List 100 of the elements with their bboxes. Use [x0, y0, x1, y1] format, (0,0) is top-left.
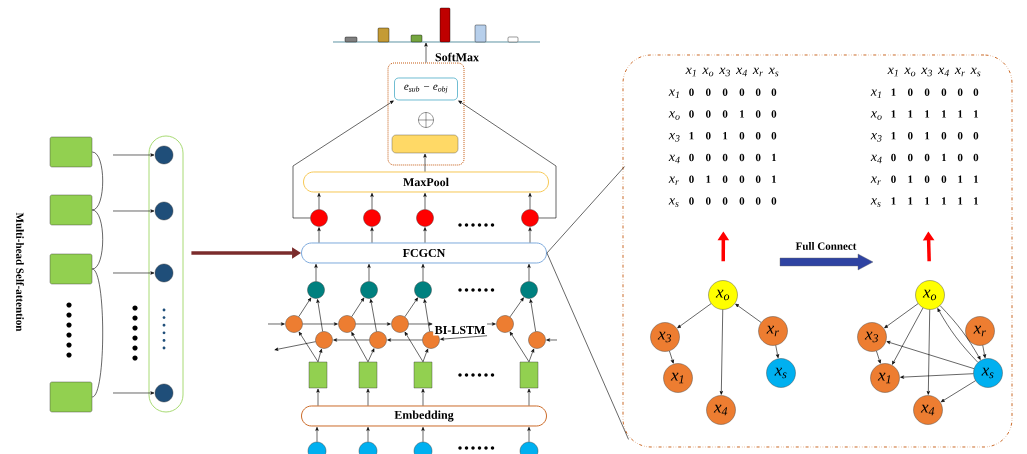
node-circle: [363, 209, 381, 227]
arrow: [366, 388, 370, 406]
arrow: [317, 348, 323, 363]
vector-block: [49, 136, 93, 168]
bar-chart-drawing: [332, 7, 541, 43]
arrow: [422, 348, 429, 363]
adjacency-matrix: x$_{1}$ x$_{o}$ x$_{3}$ x$_{4}$ x$_{r}$ x$_{s}$ x$_{1}$ 1 0 0 0 0 0 x$_{o}$ 1 1 1 1 1 1 x$_{3}$ 1 0 1 0 0 0 x$_{4}$ 0 0 0 1 0 0 x$_{r}$ 0 1 0 0 1 1 x$_{s}$ 1 1 1 1 1 1: [870, 67, 981, 207]
node-circle: [414, 281, 432, 299]
arrow: [370, 227, 374, 243]
arrow: [112, 153, 155, 157]
lstm-cell-circle: [496, 315, 514, 333]
arrow: [423, 227, 427, 243]
input-circle: [413, 441, 433, 454]
layer-box: FCGCN: [301, 242, 547, 264]
input-circle: [307, 441, 327, 454]
token-block: [358, 361, 378, 389]
arrow: [886, 341, 975, 369]
adjacency-matrix: x$_{1}$ x$_{o}$ x$_{3}$ x$_{4}$ x$_{r}$ x$_{s}$ x$_{1}$ 0 0 0 0 0 0 x$_{o}$ 0 0 0 1 0 0 x$_{3}$ 1 0 1 0 0 0 x$_{4}$ 0 0 0 0 0 1 x$_{r}$ 0 1 0 0 0 1 x$_{s}$ 0 0 0 0 0 0: [668, 67, 779, 207]
dashed-group-box: [387, 62, 465, 166]
arrow: [424, 42, 428, 63]
lstm-cell-circle: [285, 315, 303, 333]
arrow: [876, 350, 881, 364]
connector-line: [91, 268, 103, 398]
arrow: [421, 263, 425, 282]
input-circle: [358, 441, 378, 454]
arrow: [423, 153, 427, 172]
arrow: [982, 345, 987, 359]
arrow: [527, 426, 531, 443]
arrow: [509, 297, 524, 318]
plus-circle-symbol: [418, 112, 434, 128]
token-block: [308, 361, 328, 389]
arrow: [735, 303, 762, 323]
lstm-cell-circle: [391, 315, 409, 333]
arrow: [775, 345, 780, 359]
arrow: [112, 209, 155, 213]
arrow: [528, 227, 532, 243]
node-circle: [416, 209, 434, 227]
layer-label: BI-LSTM: [433, 324, 487, 336]
arrow: [529, 299, 536, 332]
node-circle: [310, 209, 328, 227]
lstm-cell-circle: [338, 315, 356, 333]
lstm-cell-circle: [315, 331, 333, 349]
arrow: [527, 388, 531, 406]
arrow: [274, 341, 316, 351]
arrow: [423, 192, 427, 210]
arrow: [112, 271, 155, 275]
lstm-cell-circle: [369, 331, 387, 349]
arrow: [316, 299, 323, 332]
layer-box: MaxPool: [303, 171, 549, 193]
arrow: [387, 338, 423, 342]
arrow: [314, 263, 318, 282]
node-circle: [154, 383, 174, 403]
vector-block: [49, 253, 93, 285]
arrow: [940, 380, 976, 403]
arrow: [458, 100, 557, 219]
input-circle: [519, 441, 539, 454]
arrow: [369, 299, 377, 332]
arrow: [316, 388, 320, 406]
arrow: [486, 322, 496, 326]
arrow-label: Full Connect: [794, 241, 858, 251]
connector-line: [91, 209, 103, 270]
vector-block: [49, 194, 93, 226]
node-circle: [360, 281, 378, 299]
pooled-vector-box: [391, 134, 459, 154]
node-circle: [520, 281, 538, 299]
arrow: [884, 303, 919, 329]
arrow: [351, 332, 369, 363]
arrow: [370, 192, 374, 210]
node-circle: [154, 201, 174, 221]
arrow: [509, 331, 530, 363]
node-circle: [307, 281, 325, 299]
arrow: [315, 426, 319, 443]
arrow: [719, 309, 724, 395]
arrow: [298, 297, 312, 317]
layer-box: Embedding: [301, 405, 547, 427]
arrow: [421, 426, 425, 443]
token-block: [519, 361, 539, 389]
arrow: [677, 303, 712, 329]
node-circle: [521, 209, 539, 227]
connector-line: [546, 252, 629, 440]
vector-block: [49, 381, 93, 413]
arrow: [528, 348, 535, 363]
arrow: [528, 192, 532, 210]
arrow: [527, 263, 531, 282]
arrow: [333, 338, 370, 342]
node-circle: [154, 145, 174, 165]
arrow: [267, 322, 285, 326]
arrow: [669, 350, 674, 364]
lstm-cell-circle: [528, 331, 546, 349]
arrow: [298, 331, 319, 363]
edge-label: SoftMax: [434, 51, 480, 63]
arrow: [423, 299, 430, 332]
arrow: [112, 391, 155, 395]
arrow: [408, 322, 433, 326]
arrow: [404, 331, 424, 363]
vertical-title: Multi-head Self-attention: [16, 212, 24, 332]
arrow: [317, 227, 321, 243]
arrow: [367, 348, 375, 363]
arrow: [892, 307, 924, 365]
arrow: [366, 426, 370, 443]
